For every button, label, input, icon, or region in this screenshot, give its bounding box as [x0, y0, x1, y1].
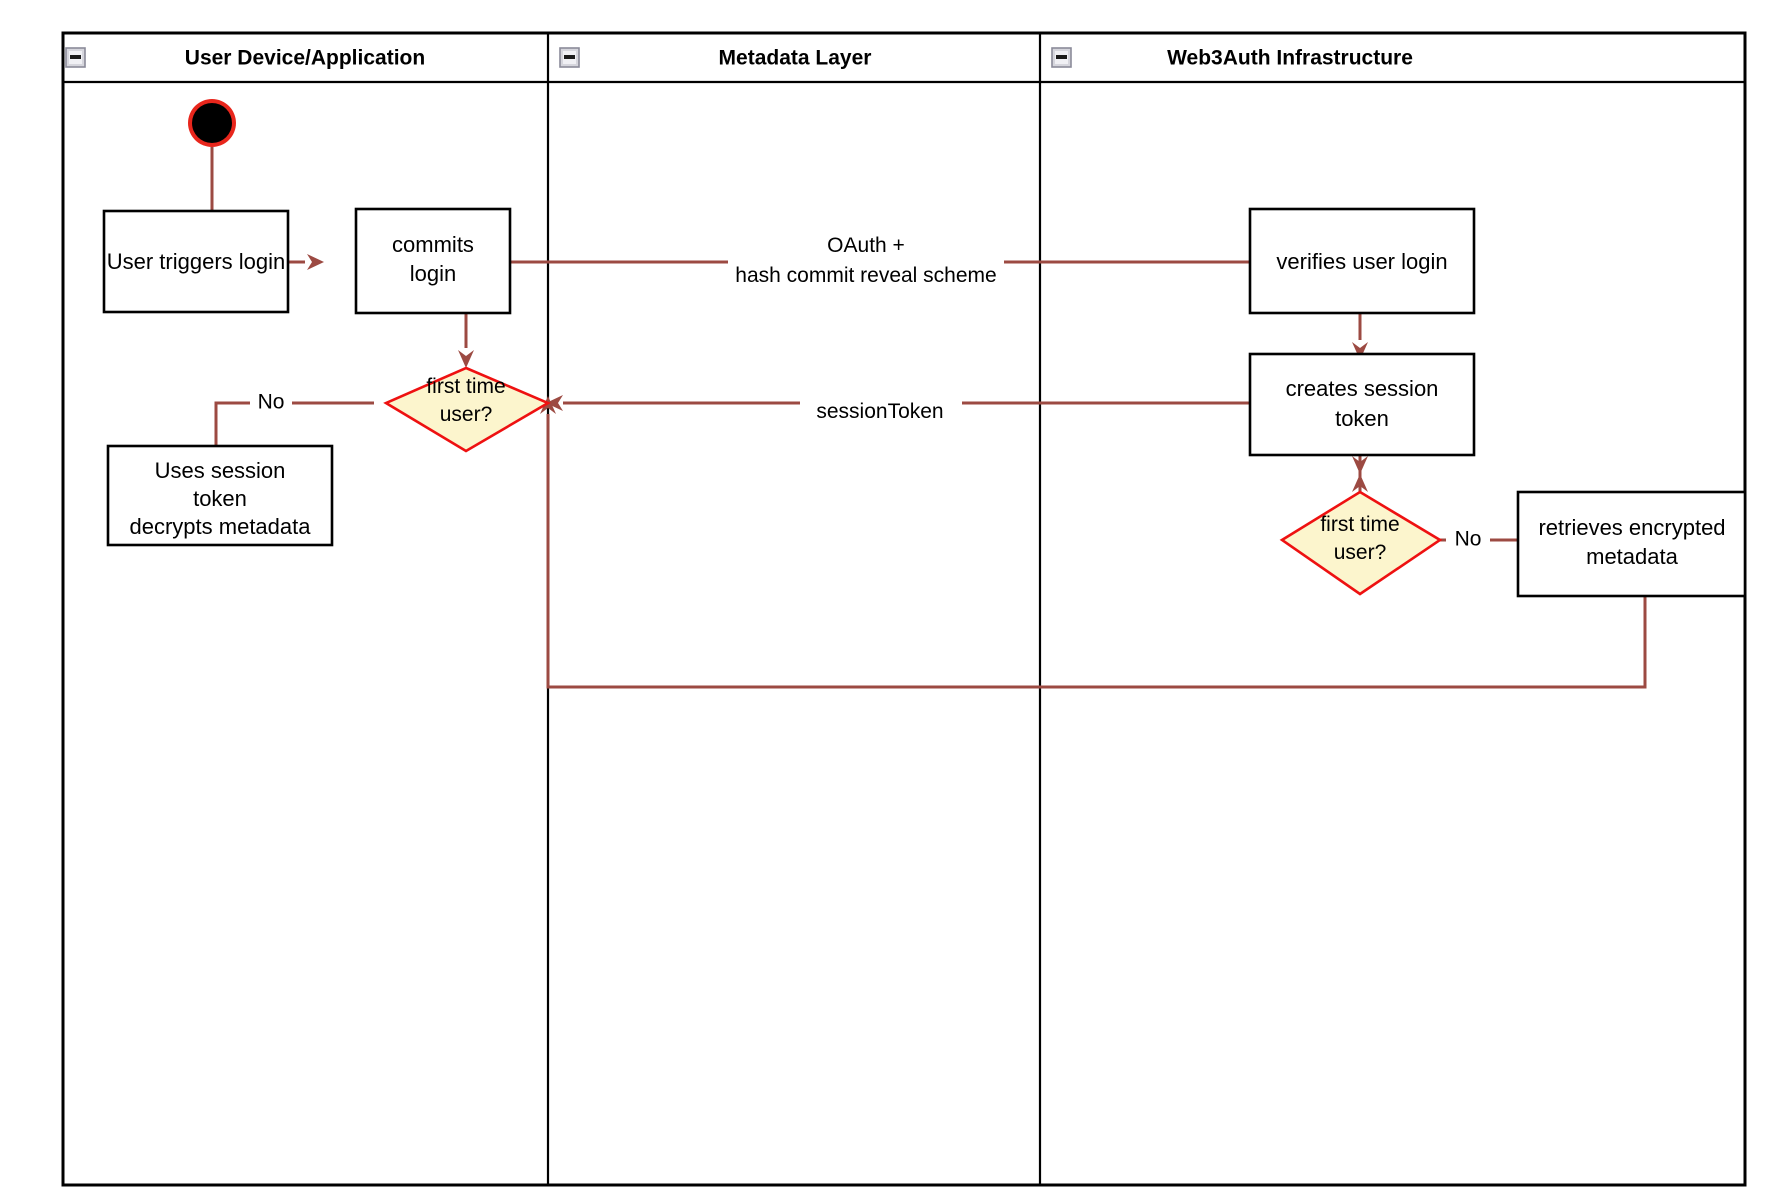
node-decision-first-time-user-left[interactable]: first time user? — [383, 366, 551, 453]
lane-header-web3auth-infrastructure[interactable]: Web3Auth Infrastructure — [1051, 47, 1413, 70]
initial-node[interactable] — [188, 99, 236, 147]
edge-label-oauth-line1: OAuth + — [827, 234, 905, 257]
decision-left-label-line2: user? — [440, 403, 493, 426]
node-verifies-user-login-label: verifies user login — [1276, 249, 1447, 274]
node-decision-first-time-user-right[interactable]: first time user? — [1279, 490, 1443, 596]
arrowhead-to-commits-login — [307, 254, 324, 270]
flow-edges — [210, 147, 1647, 689]
node-creates-session-token[interactable]: creates session token — [1248, 352, 1476, 457]
lane-title-metadata-layer: Metadata Layer — [719, 47, 872, 70]
collapse-minus-icon-lane-2[interactable] — [559, 47, 580, 68]
no-label-left-backdrop — [250, 389, 292, 417]
node-uses-session-token-label-line3: decrypts metadata — [130, 514, 312, 539]
node-creates-session-token-label-line1: creates session — [1286, 376, 1439, 401]
decision-right-label-line2: user? — [1334, 541, 1387, 564]
decision-right-label-line1: first time — [1320, 513, 1399, 536]
arrowhead-to-decision-left — [458, 350, 474, 368]
edge-label-no-right: No — [1455, 528, 1482, 551]
arrowhead-return-loop-to-decision — [540, 396, 556, 414]
node-retrieves-encrypted-metadata[interactable]: retrieves encrypted metadata — [1516, 490, 1747, 598]
node-creates-session-token-label-line2: token — [1335, 406, 1389, 431]
arrowhead-down-to-decision-right — [1352, 456, 1368, 474]
swimlane-outer-border — [61, 31, 1747, 1187]
edge-label-no-left: No — [258, 391, 285, 414]
node-user-triggers-login[interactable]: User triggers login — [102, 209, 290, 314]
lane-header-user-device-application[interactable]: User Device/Application — [65, 47, 425, 70]
node-commits-login-label-line2: login — [410, 261, 456, 286]
node-uses-session-token-label-line2: token — [193, 486, 247, 511]
collapse-minus-icon-lane-1[interactable] — [65, 47, 86, 68]
node-uses-session-token[interactable]: Uses session token decrypts metadata — [106, 444, 334, 547]
lane-header-metadata-layer[interactable]: Metadata Layer — [559, 47, 872, 70]
lane-title-user-device-application: User Device/Application — [185, 47, 425, 70]
node-verifies-user-login[interactable]: verifies user login — [1248, 207, 1476, 315]
node-retrieves-encrypted-metadata-label-line2: metadata — [1586, 544, 1678, 569]
swimlane-frame — [61, 31, 1747, 1187]
arrowhead-session-token-to-decision — [546, 395, 563, 411]
edge-label-oauth: OAuth + hash commit reveal scheme — [735, 234, 996, 287]
decision-left-label-line1: first time — [426, 375, 505, 398]
no-label-right-backdrop — [1446, 526, 1490, 554]
node-commits-login[interactable]: commits login — [354, 207, 512, 315]
node-commits-login-label-line1: commits — [392, 232, 474, 257]
node-uses-session-token-label-line1: Uses session — [155, 458, 286, 483]
edge-label-oauth-line2: hash commit reveal scheme — [735, 264, 996, 287]
edge-decision-left-no-segment-b — [214, 401, 250, 446]
arrowhead-up-to-creates-session-token — [1352, 474, 1368, 492]
collapse-minus-icon-lane-3[interactable] — [1051, 47, 1072, 68]
node-retrieves-encrypted-metadata-label-line1: retrieves encrypted — [1538, 515, 1725, 540]
lane-title-web3auth-infrastructure: Web3Auth Infrastructure — [1167, 47, 1413, 70]
node-user-triggers-login-label: User triggers login — [107, 249, 286, 274]
arrowhead-to-creates-session-token — [1352, 342, 1368, 360]
edge-return-loop-to-decision-left — [546, 414, 1647, 689]
edge-label-session-token: sessionToken — [816, 400, 943, 423]
